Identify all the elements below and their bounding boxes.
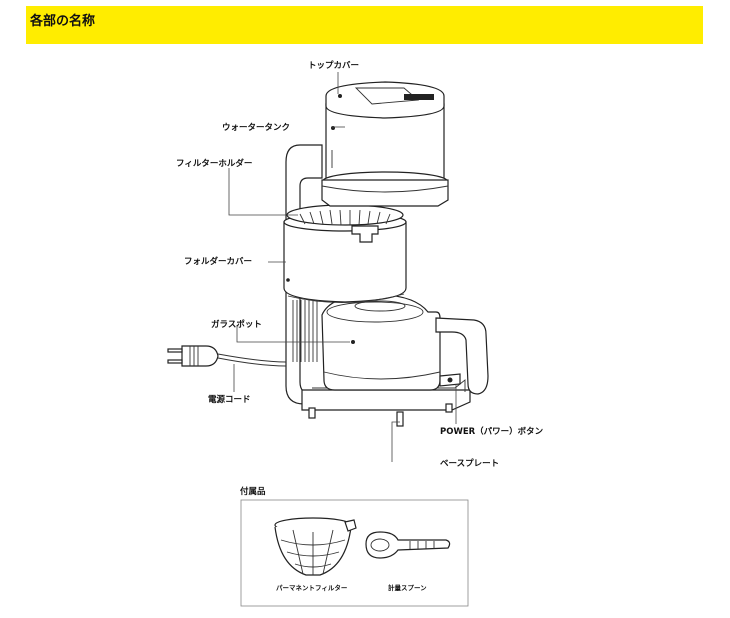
leader-lines xyxy=(228,72,457,462)
accessories-title: 付属品 xyxy=(240,486,266,497)
accessories-box xyxy=(240,499,469,607)
label-power-cord: 電源コード xyxy=(208,394,251,405)
section-header-banner xyxy=(26,6,703,44)
label-top-cover: トップカバー xyxy=(308,60,359,71)
label-measuring-spoon: 計量スプーン xyxy=(388,583,427,592)
glass-pot-shape xyxy=(321,293,489,395)
label-glass-pot: ガラスポット xyxy=(211,319,262,330)
power-cord-shape xyxy=(167,345,287,367)
label-filter-holder: フィルターホルダー xyxy=(176,158,252,169)
measuring-spoon-icon xyxy=(365,531,451,559)
permanent-filter-icon xyxy=(274,517,357,576)
label-water-tank: ウォータータンク xyxy=(222,122,290,133)
label-power-button: POWER（パワー）ボタン xyxy=(440,426,544,437)
section-title: 各部の名称 xyxy=(30,14,96,29)
label-base-plate: ベースプレート xyxy=(440,458,499,469)
filter-holder-shape xyxy=(286,204,404,243)
water-tank-shape xyxy=(321,103,449,207)
label-holder-cover: フォルダーカバー xyxy=(184,256,252,267)
label-permanent-filter: パーマネントフィルター xyxy=(276,583,347,592)
top-cover-shape xyxy=(325,81,445,119)
holder-cover-shape xyxy=(283,212,407,303)
base-plate-shape xyxy=(301,379,471,427)
